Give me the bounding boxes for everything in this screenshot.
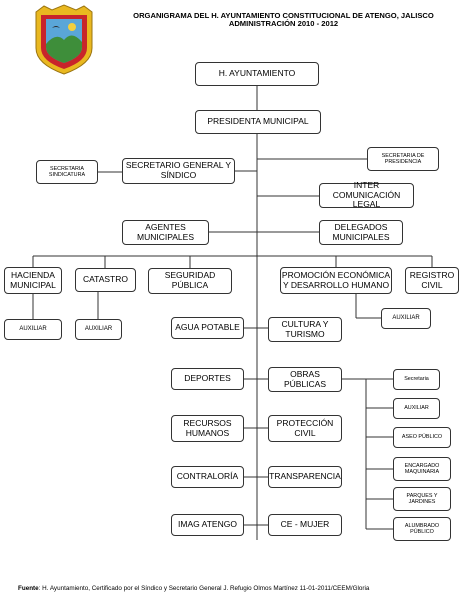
node-promocion-economica: PROMOCIÓN ECONÓMICA Y DESARROLLO HUMANO <box>280 267 392 294</box>
node-presidenta-municipal: PRESIDENTA MUNICIPAL <box>195 110 321 134</box>
node-auxiliar-catastro: AUXILIAR <box>75 319 122 340</box>
chart-subtitle: ADMINISTRACIÓN 2010 - 2012 <box>228 19 339 28</box>
node-h-ayuntamiento: H. AYUNTAMIENTO <box>195 62 319 86</box>
node-cultura-turismo: CULTURA Y TURISMO <box>268 317 342 342</box>
node-auxiliar-promocion: AUXILIAR <box>381 308 431 329</box>
node-delegados-municipales: DELEGADOS MUNICIPALES <box>319 220 403 245</box>
source-footnote: Fuente: H. Ayuntamiento, Certificado por… <box>18 585 369 592</box>
node-deportes: DEPORTES <box>171 368 244 390</box>
node-seguridad-publica: SEGURIDAD PÚBLICA <box>148 268 232 294</box>
node-inter-comunicacion-legal: INTER COMUNICACIÓN LEGAL <box>319 180 414 209</box>
node-secretaria-presidencia: SECRETARIA DE PRESIDENCIA <box>367 147 439 171</box>
node-encargado-maquinaria: ENCARGADO MAQUINARIA <box>393 457 451 481</box>
footer-label: Fuente <box>18 585 39 592</box>
node-ce-mujer: CE - MUJER <box>268 514 342 536</box>
node-agua-potable: AGUA POTABLE <box>171 317 244 339</box>
node-proteccion-civil: PROTECCIÓN CIVIL <box>268 415 342 442</box>
node-alumbrado-publico: ALUMBRADO PÚBLICO <box>393 517 451 541</box>
node-transparencia: TRANSPARENCIA <box>268 466 342 488</box>
shield-sun <box>68 23 76 31</box>
node-parques-jardines: PARQUES Y JARDINES <box>393 487 451 511</box>
shield-hills <box>46 35 82 63</box>
footer-text: : H. Ayuntamiento, Certificado por el Sí… <box>38 585 370 592</box>
node-hacienda-municipal: HACIENDA MUNICIPAL <box>4 267 62 294</box>
node-obras-secretaria: Secretaria <box>393 369 440 390</box>
node-secretario-general: SECRETARIO GENERAL Y SÍNDICO <box>122 158 235 184</box>
node-registro-civil: REGISTRO CIVIL <box>405 267 459 294</box>
node-secretaria-sindicatura: SECRETARIA SINDICATURA <box>36 160 98 184</box>
node-obras-publicas: OBRAS PÚBLICAS <box>268 367 342 392</box>
chart-title: ORGANIGRAMA DEL H. AYUNTAMIENTO CONSTITU… <box>133 11 434 20</box>
node-imag-atengo: IMAG ATENGO <box>171 514 244 536</box>
node-recursos-humanos: RECURSOS HUMANOS <box>171 415 244 442</box>
node-obras-auxiliar: AUXILIAR <box>393 398 440 419</box>
node-aseo-publico: ASEO PÚBLICO <box>393 427 451 448</box>
node-agentes-municipales: AGENTES MUNICIPALES <box>122 220 209 245</box>
node-contraloria: CONTRALORÍA <box>171 466 244 488</box>
shield-bird <box>52 26 60 28</box>
node-auxiliar-hacienda: AUXILIAR <box>4 319 62 340</box>
coat-of-arms-logo <box>35 4 93 75</box>
node-catastro: CATASTRO <box>75 268 136 292</box>
